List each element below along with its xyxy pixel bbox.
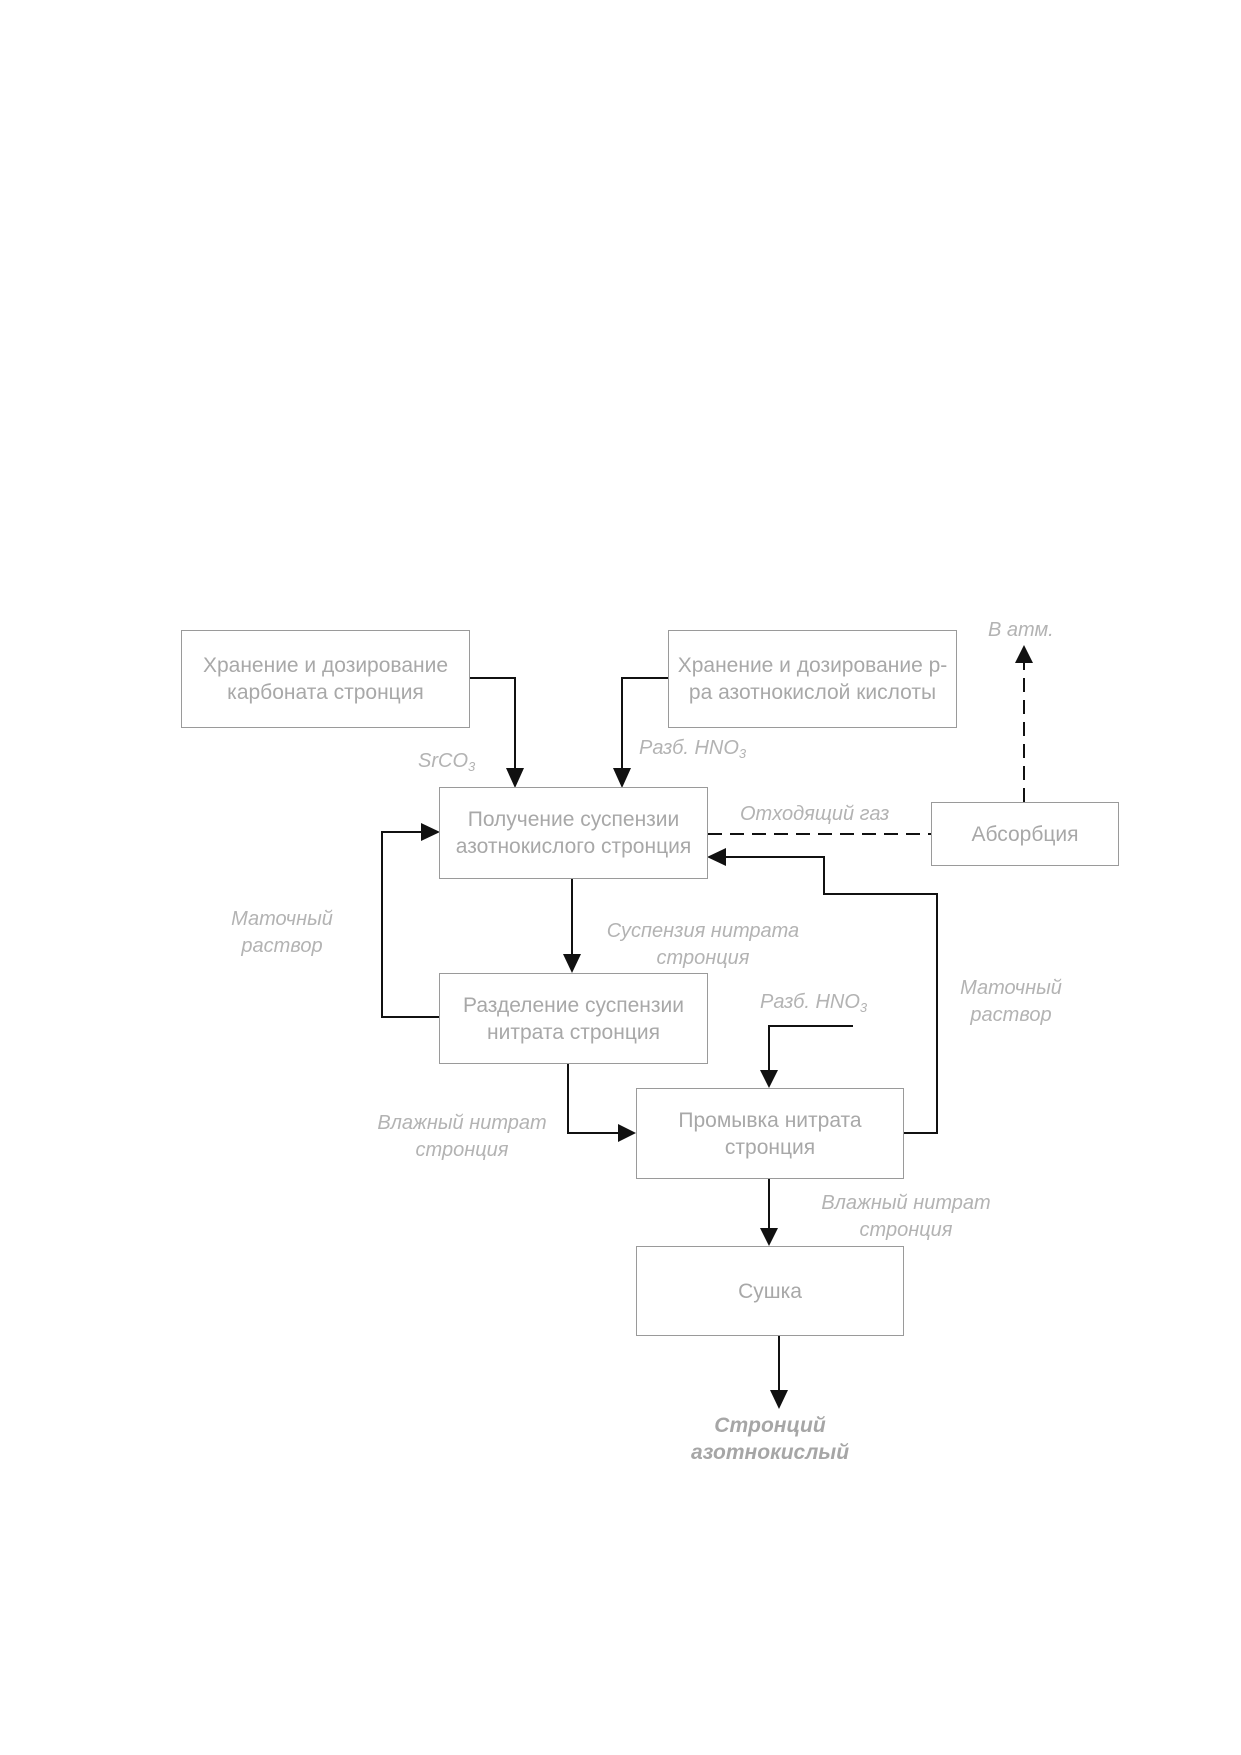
label-mother-liquor-right: Маточный раствор (946, 975, 1076, 1029)
box-storage-carbonate-text: Хранение и дозирование карбоната стронци… (202, 654, 449, 704)
line-carbonate-to-suspension (467, 677, 516, 772)
label-mother-right-line2: раствор (970, 1004, 1052, 1026)
arrowhead-mother-left (421, 823, 440, 841)
label-product-line2: азотнокислый (690, 1441, 850, 1464)
box-drying-text: Сушка (738, 1279, 802, 1303)
label-wet-left-line1: Влажный нитрат (377, 1112, 547, 1134)
box-separation-text: Разделение суспензии нитрата стронция (463, 993, 684, 1044)
arrowhead-mother-right (707, 848, 726, 866)
box-storage-acid-text: Хранение и дозирование р-ра азотнокислой… (677, 654, 948, 704)
arrowhead-acid (613, 768, 631, 788)
label-product: Стронций азотнокислый (670, 1412, 870, 1466)
arrowhead-separation (563, 954, 581, 973)
line-separation-to-washing (567, 1063, 620, 1134)
label-mother-left-line1: Маточный (231, 908, 333, 930)
label-susp-nitrate-line2: стронция (656, 947, 750, 969)
label-mother-left-line2: раствор (241, 935, 323, 957)
box-storage-acid: Хранение и дозирование р-ра азотнокислой… (668, 630, 957, 728)
line-hno3-to-washing (768, 1025, 853, 1072)
box-drying: Сушка (636, 1246, 904, 1336)
label-susp-nitrate-line1: Суспензия нитрата (606, 920, 800, 942)
label-wet-right-line2: стронция (859, 1219, 953, 1241)
arrowhead-carbonate (506, 768, 524, 788)
box-suspension: Получение суспензии азотнокислого стронц… (439, 787, 708, 879)
box-absorption-text: Абсорбция (971, 822, 1079, 846)
arrowhead-product (770, 1390, 788, 1409)
line-mother-liquor-left (381, 831, 439, 1018)
label-mother-liquor-left: Маточный раствор (222, 906, 342, 960)
box-separation: Разделение суспензии нитрата стронция (439, 973, 708, 1064)
box-storage-carbonate: Хранение и дозирование карбоната стронци… (181, 630, 470, 728)
box-washing-text: Промывка нитрата стронция (678, 1108, 862, 1159)
arrowhead-washing (618, 1124, 636, 1142)
box-absorption: Абсорбция (931, 802, 1119, 866)
label-suspension-nitrate: Суспензия нитрата стронция (588, 918, 818, 972)
line-mother-liquor-right (722, 856, 938, 1134)
label-hno3-mid: Разб. HNO3 (760, 991, 868, 1015)
label-hno3-top: Разб. HNO3 (639, 737, 747, 761)
label-offgas: Отходящий газ (740, 803, 890, 825)
arrowhead-drying (760, 1228, 778, 1246)
arrowhead-hno3-washing (760, 1070, 778, 1088)
label-atmosphere: В атм. (988, 619, 1054, 641)
box-suspension-text: Получение суспензии азотнокислого стронц… (455, 808, 692, 858)
label-srco3: SrCO3 (418, 750, 476, 774)
label-wet-right-line1: Влажный нитрат (821, 1192, 991, 1214)
label-wet-nitrate-right: Влажный нитрат стронция (806, 1190, 1006, 1244)
label-wet-left-line2: стронция (415, 1139, 509, 1161)
line-acid-to-suspension (621, 677, 668, 772)
label-product-line1: Стронций (714, 1414, 826, 1437)
box-washing: Промывка нитрата стронция (636, 1088, 904, 1179)
label-mother-right-line1: Маточный (960, 977, 1062, 999)
label-wet-nitrate-left: Влажный нитрат стронция (362, 1110, 562, 1164)
arrowhead-atm (1015, 645, 1033, 663)
